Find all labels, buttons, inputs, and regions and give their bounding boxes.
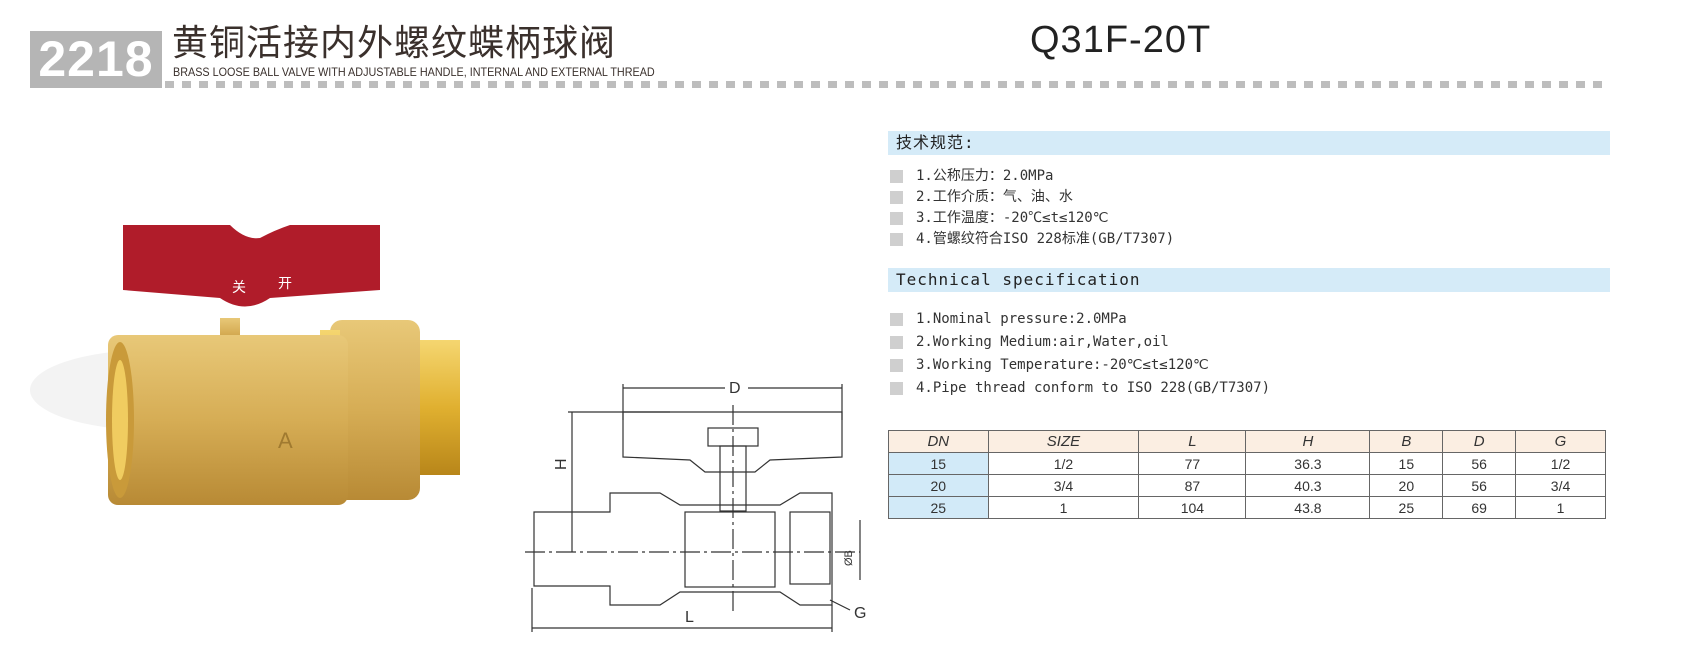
- bullet-square-icon: [890, 313, 903, 326]
- cell: 3/4: [987, 474, 1140, 497]
- dim-label-b: ØB: [843, 550, 855, 566]
- spec-cn-item: 3.工作温度：-20℃≤t≤120℃: [916, 210, 1109, 226]
- union-nut: [330, 320, 420, 500]
- drawing-body: [533, 492, 833, 606]
- cell: 20: [888, 474, 989, 497]
- col-header: DN: [888, 430, 989, 453]
- spec-en-heading: Technical specification: [888, 268, 1610, 292]
- cell: 56: [1442, 452, 1517, 475]
- cell: 15: [1369, 452, 1444, 475]
- cell: 56: [1442, 474, 1517, 497]
- valve-body: [108, 335, 348, 505]
- spec-cn-heading: 技术规范:: [888, 131, 1610, 155]
- cell: 15: [888, 452, 989, 475]
- model-number: Q31F-20T: [1030, 19, 1212, 61]
- spec-cn-item: 2.工作介质：气、油、水: [916, 189, 1073, 205]
- drawing-handle: [622, 411, 843, 473]
- list-item: 3.Working Temperature:-20℃≤t≤120℃: [890, 354, 1270, 377]
- bullet-square-icon: [890, 359, 903, 372]
- butterfly-handle: [123, 225, 380, 307]
- product-title-en: BRASS LOOSE BALL VALVE WITH ADJUSTABLE H…: [173, 65, 655, 79]
- spec-cn-list: 1.公称压力：2.0MPa 2.工作介质：气、油、水 3.工作温度：-20℃≤t…: [890, 166, 1174, 250]
- cell: 87: [1138, 474, 1247, 497]
- brand-mark: A: [278, 428, 293, 453]
- cell: 3/4: [1515, 474, 1606, 497]
- cell: 1: [987, 496, 1140, 519]
- col-header: B: [1369, 430, 1444, 453]
- valve-photo: 关 开 A: [30, 225, 460, 505]
- spec-cn-item: 4.管螺纹符合ISO 228标准(GB/T7307): [916, 231, 1175, 247]
- list-item: 1.公称压力：2.0MPa: [890, 166, 1174, 187]
- product-title-cn: 黄铜活接内外螺纹蝶柄球阀: [172, 22, 617, 63]
- technical-drawing: D H ØB L G: [525, 380, 866, 632]
- cell: 25: [888, 496, 989, 519]
- bullet-square-icon: [890, 170, 903, 183]
- list-item: 2.工作介质：气、油、水: [890, 187, 1174, 208]
- col-header: D: [1442, 430, 1517, 453]
- bullet-square-icon: [890, 191, 903, 204]
- bullet-square-icon: [890, 382, 903, 395]
- spec-en-item: 2.Working Medium:air,Water,oil: [916, 334, 1169, 350]
- cell: 25: [1369, 496, 1444, 519]
- spec-en-item: 3.Working Temperature:-20℃≤t≤120℃: [916, 357, 1209, 373]
- col-header: L: [1138, 430, 1247, 453]
- cell: 77: [1138, 452, 1247, 475]
- cell: 1/2: [987, 452, 1140, 475]
- col-header: G: [1515, 430, 1606, 453]
- list-item: 4.Pipe thread conform to ISO 228(GB/T730…: [890, 377, 1270, 400]
- cell: 40.3: [1245, 474, 1371, 497]
- cell: 36.3: [1245, 452, 1371, 475]
- product-code-badge: 2218: [30, 31, 162, 88]
- dim-label-d: D: [729, 380, 741, 397]
- table-row: 15 1/2 77 36.3 15 56 1/2: [888, 452, 1606, 475]
- dotted-divider: [165, 81, 1610, 88]
- table-header-row: DN SIZE L H B D G: [888, 430, 1606, 453]
- col-header: SIZE: [987, 430, 1140, 453]
- dim-label-h: H: [553, 458, 570, 470]
- dim-label-g: G: [854, 605, 866, 622]
- spec-cn-item: 1.公称压力：2.0MPa: [916, 168, 1054, 184]
- cell: 1/2: [1515, 452, 1606, 475]
- list-item: 3.工作温度：-20℃≤t≤120℃: [890, 208, 1174, 229]
- handle-open-label: 开: [278, 275, 292, 291]
- list-item: 1.Nominal pressure:2.0MPa: [890, 308, 1270, 331]
- bullet-square-icon: [890, 233, 903, 246]
- cell: 43.8: [1245, 496, 1371, 519]
- cell: 104: [1138, 496, 1247, 519]
- cell: 69: [1442, 496, 1517, 519]
- spec-en-item: 4.Pipe thread conform to ISO 228(GB/T730…: [916, 380, 1271, 396]
- bullet-square-icon: [890, 212, 903, 225]
- table-row: 25 1 104 43.8 25 69 1: [888, 496, 1606, 519]
- bullet-square-icon: [890, 336, 903, 349]
- col-header: H: [1245, 430, 1371, 453]
- spec-en-list: 1.Nominal pressure:2.0MPa 2.Working Medi…: [890, 308, 1270, 400]
- table-row: 20 3/4 87 40.3 20 56 3/4: [888, 474, 1606, 497]
- handle-close-label: 关: [232, 279, 246, 295]
- dimensions-table: DN SIZE L H B D G 15 1/2 77 36.3 15 56 1…: [888, 430, 1606, 519]
- cell: 1: [1515, 496, 1606, 519]
- dim-label-l: L: [685, 609, 694, 626]
- list-item: 4.管螺纹符合ISO 228标准(GB/T7307): [890, 229, 1174, 250]
- cell: 20: [1369, 474, 1444, 497]
- list-item: 2.Working Medium:air,Water,oil: [890, 331, 1270, 354]
- spec-en-item: 1.Nominal pressure:2.0MPa: [916, 311, 1127, 327]
